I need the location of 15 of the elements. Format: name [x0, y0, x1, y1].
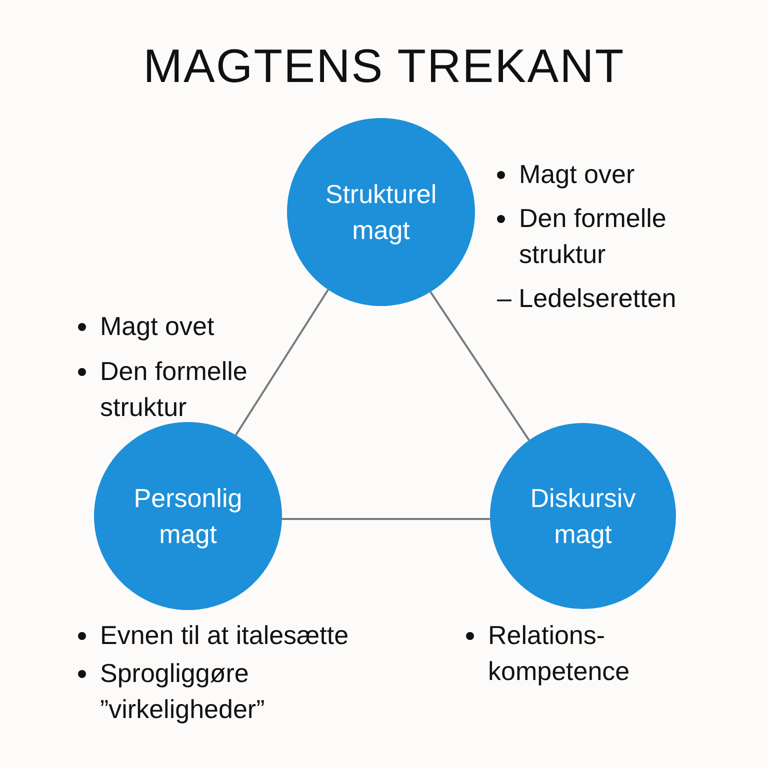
bullet-text: Evnen til at italesætte — [100, 619, 350, 652]
node-label: Strukturel magt — [324, 178, 438, 247]
bullet-text: Magt ovet — [100, 310, 216, 343]
bullet-text: Den formelle struktur — [100, 355, 248, 424]
node-label: Diskursiv magt — [529, 482, 637, 551]
connector-line — [282, 518, 490, 520]
connector-line — [235, 289, 329, 436]
node-label: Personlig magt — [132, 482, 244, 551]
bullet-text: Den formelle struktur — [519, 202, 668, 271]
bullet-text: Relations- kompetence — [488, 619, 631, 688]
connector-line — [430, 291, 530, 441]
title: MAGTENS TREKANT — [143, 38, 625, 94]
bullet-text: Sprogliggøre ”virkeligheder” — [100, 657, 266, 726]
bullet-text: Magt over — [519, 158, 636, 191]
bullet-text: – Ledelseretten — [497, 282, 678, 315]
